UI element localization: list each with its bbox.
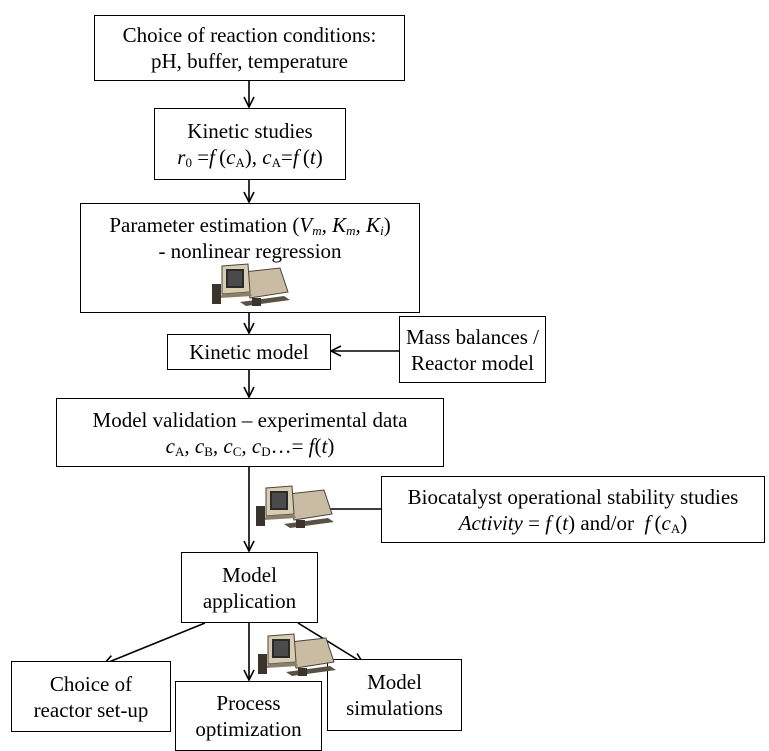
model-application-box: Model application xyxy=(181,552,318,623)
operational-stability-box: Biocatalyst operational stability studie… xyxy=(381,476,765,543)
parameter-estimation-line2: - nonlinear regression xyxy=(158,239,342,263)
reactor-setup-box: Choice of reactor set-up xyxy=(11,661,171,732)
kinetic-studies-formula: r0 =f (cA), cA=f (t) xyxy=(177,145,323,170)
model-simulations-line1: Model xyxy=(367,670,422,694)
operational-stability-formula: Activity = f (t) and/or f (cA) xyxy=(458,510,688,536)
mass-balances-line1: Mass balances / xyxy=(406,324,539,349)
kinetic-model-box: Kinetic model xyxy=(167,334,331,370)
parameter-estimation-box: Parameter estimation (Vm, Km, Ki) - nonl… xyxy=(80,203,420,313)
model-simulations-line2: simulations xyxy=(346,696,443,720)
reactor-setup-line2: reactor set-up xyxy=(33,697,149,722)
process-optimization-box: Process optimization xyxy=(175,681,322,751)
computer-icon xyxy=(256,485,334,528)
model-application-line1: Model xyxy=(222,562,277,587)
activity-label: Activity xyxy=(458,510,523,535)
kinetic-model-label: Kinetic model xyxy=(189,340,309,364)
reaction-conditions-line1: Choice of reaction conditions: xyxy=(122,23,377,47)
model-simulations-box: Model simulations xyxy=(327,659,462,731)
operational-stability-title: Biocatalyst operational stability studie… xyxy=(407,484,739,509)
computer-icon xyxy=(212,263,290,306)
reaction-conditions-box: Choice of reaction conditions: pH, buffe… xyxy=(94,15,405,81)
model-validation-formula: cA, cB, cC, cD…= f(t) xyxy=(165,433,335,459)
and-or-label: and/or xyxy=(580,510,634,535)
kinetic-studies-title: Kinetic studies xyxy=(187,119,313,143)
reaction-conditions-line2: pH, buffer, temperature xyxy=(150,49,349,73)
parameter-estimation-prefix: Parameter estimation ( xyxy=(109,213,300,237)
process-optimization-line1: Process xyxy=(216,691,281,715)
mass-balances-line2: Reactor model xyxy=(410,350,535,375)
arrow-application-to-reactor xyxy=(104,622,206,664)
model-application-line2: application xyxy=(202,588,297,613)
process-optimization-line2: optimization xyxy=(195,717,302,741)
parameter-estimation-line1: Parameter estimation (Vm, Km, Ki) xyxy=(109,213,391,238)
computer-icon xyxy=(258,633,336,676)
mass-balances-box: Mass balances / Reactor model xyxy=(399,316,546,383)
model-validation-title: Model validation – experimental data xyxy=(92,407,408,432)
kinetic-studies-box: Kinetic studies r0 =f (cA), cA=f (t) xyxy=(154,108,346,180)
reactor-setup-line1: Choice of xyxy=(49,671,133,696)
model-validation-box: Model validation – experimental data cA,… xyxy=(56,398,444,467)
arrow-application-to-simulations xyxy=(297,622,363,663)
